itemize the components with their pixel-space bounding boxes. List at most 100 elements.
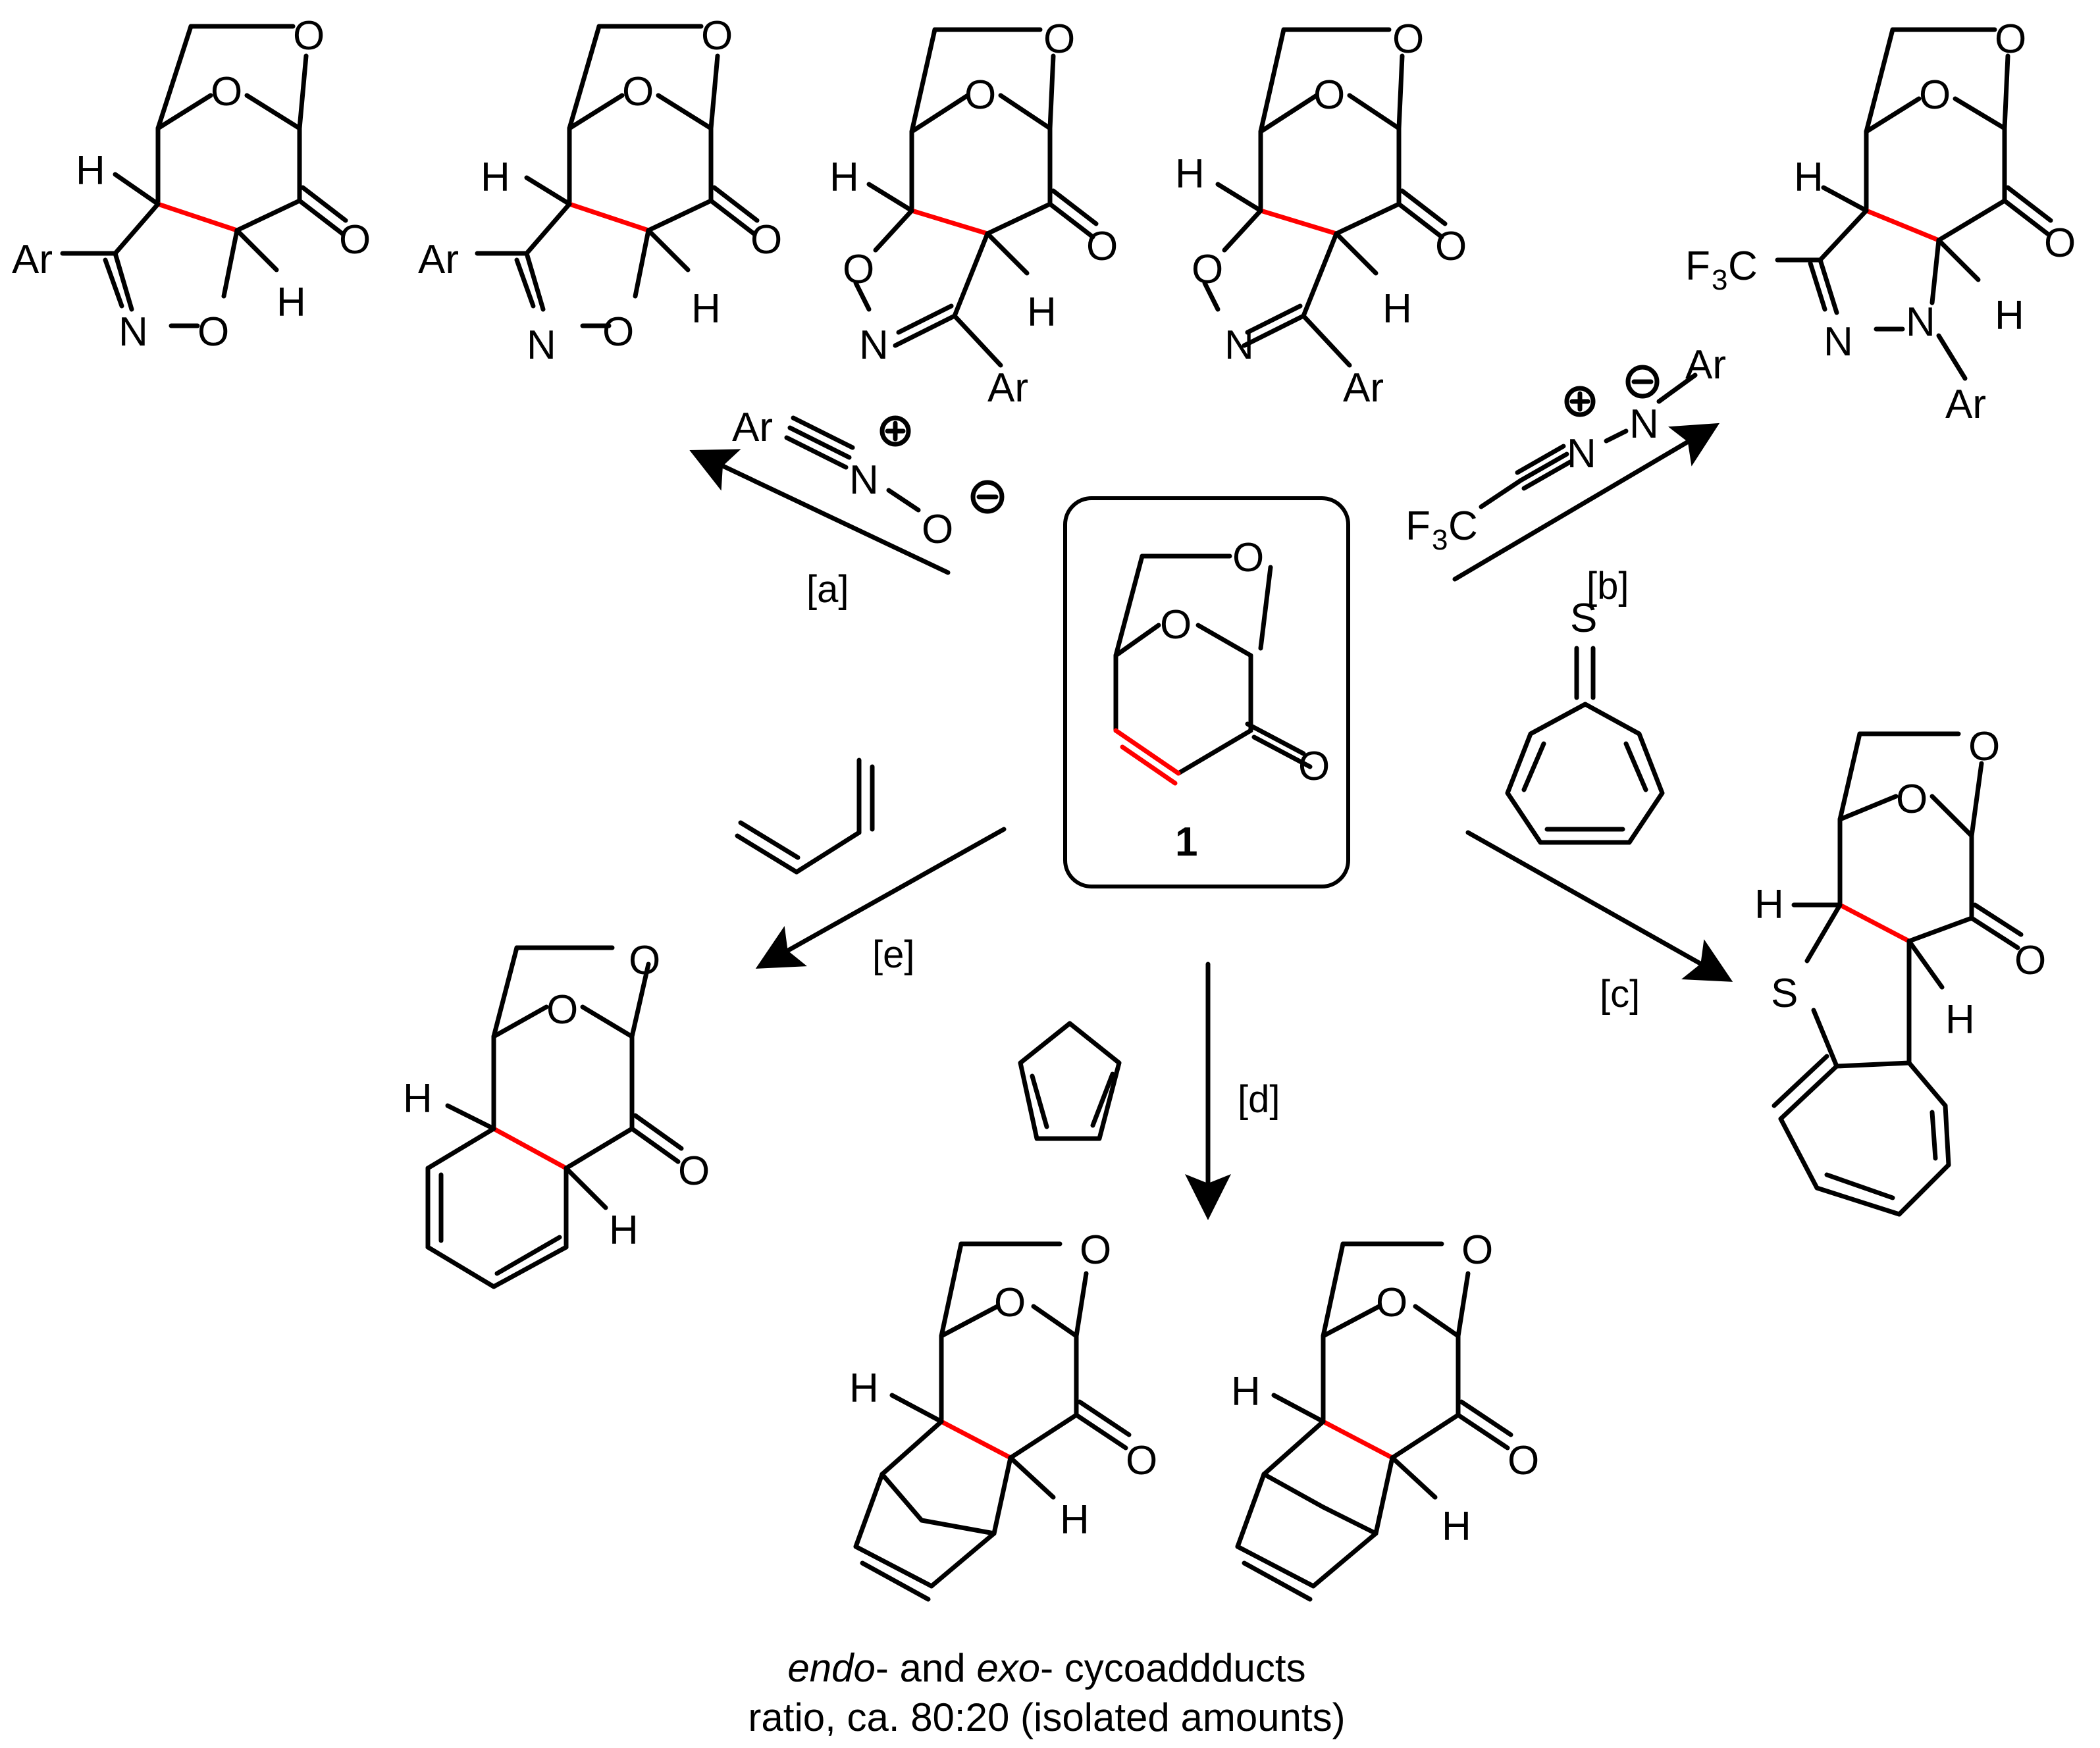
- caption-endo: endo: [787, 1646, 875, 1690]
- a1-h-top: H: [76, 148, 105, 193]
- a4-h-top: H: [1175, 151, 1205, 197]
- b-n2: N: [1906, 299, 1935, 345]
- reagent-f-label: F: [1405, 503, 1431, 549]
- reagent-c-label: C: [1448, 503, 1478, 549]
- condition-b: [b]: [1587, 565, 1629, 607]
- a4-o-ring: O: [1192, 247, 1223, 292]
- d2-h-top: H: [1231, 1369, 1261, 1414]
- reagent-tropothione: S: [1505, 596, 1665, 845]
- product-b-pyrazoline: O O O H H F 3 C N N Ar: [1685, 16, 2076, 427]
- reagent-nitrile-oxide: Ar N O: [732, 405, 1005, 552]
- c-bridge-o: O: [1896, 777, 1928, 822]
- a2-o-ring: O: [602, 309, 634, 355]
- caption-and: - and: [876, 1646, 976, 1690]
- reagent-n1-label: N: [1567, 431, 1596, 476]
- a1-n: N: [118, 309, 148, 355]
- b-ring-o: O: [1995, 16, 2026, 62]
- a4-h-bottom: H: [1382, 286, 1412, 332]
- bridge-oxygen-label: O: [1160, 602, 1192, 648]
- b-sub3: 3: [1712, 264, 1727, 296]
- a4-n: N: [1224, 322, 1254, 368]
- c-s: S: [1771, 971, 1798, 1016]
- reagent-butadiene: [735, 758, 875, 875]
- a2-bridge-o: O: [622, 69, 654, 115]
- a3-bridge-o: O: [964, 72, 996, 118]
- e-bridge-o: O: [546, 987, 578, 1033]
- a2-h-bottom: H: [691, 286, 721, 332]
- e-ring-o: O: [629, 938, 660, 983]
- c-ring-o: O: [1968, 724, 2000, 769]
- b-bridge-o: O: [1919, 72, 1951, 118]
- e-h-top: H: [403, 1076, 433, 1121]
- reagent-nitrile-imine: F 3 C N N Ar: [1405, 342, 1726, 556]
- a1-carbonyl-o: O: [339, 217, 371, 263]
- a4-ring-o: O: [1392, 16, 1424, 62]
- reagent-n-label: N: [849, 457, 879, 503]
- reagent-n2-label: N: [1629, 401, 1659, 447]
- a1-bridge-o: O: [211, 69, 242, 115]
- c-h-bottom: H: [1945, 997, 1975, 1042]
- b-h-bottom: H: [1995, 293, 2024, 338]
- d1-ring-o: O: [1080, 1227, 1111, 1273]
- compound-number: 1: [1175, 819, 1197, 865]
- product-c-thiophene-fused: O O O H H S: [1754, 724, 2046, 1217]
- caption-cycoadducts: - cycoaddducts: [1040, 1646, 1306, 1690]
- product-a2-isoxazoline: O O O H H Ar N O: [418, 13, 782, 368]
- d1-bridge-o: O: [994, 1280, 1026, 1325]
- reagent-sub3-label: 3: [1432, 524, 1448, 556]
- d2-ring-o: O: [1461, 1227, 1493, 1273]
- condition-c: [c]: [1600, 973, 1640, 1015]
- d2-h-bottom: H: [1442, 1504, 1471, 1549]
- a2-ar: Ar: [418, 237, 459, 282]
- reagent-s-label: S: [1570, 596, 1597, 641]
- d1-carbonyl-o: O: [1126, 1438, 1157, 1483]
- product-a4-isoxazoline: O O O H H O N Ar: [1175, 16, 1467, 411]
- condition-d: [d]: [1238, 1078, 1280, 1121]
- b-f: F: [1685, 244, 1710, 289]
- arrow-b: [1452, 423, 1720, 582]
- b-c: C: [1728, 244, 1758, 289]
- reagent-cyclopentadiene: [1018, 1021, 1122, 1141]
- d2-carbonyl-o: O: [1508, 1438, 1539, 1483]
- a4-ar: Ar: [1343, 365, 1384, 411]
- c-h-top: H: [1754, 882, 1784, 927]
- b-ar: Ar: [1945, 382, 1986, 427]
- d1-h-top: H: [849, 1366, 879, 1411]
- d2-bridge-o: O: [1376, 1280, 1407, 1325]
- caption-line-2: ratio, ca. 80:20 (isolated amounts): [748, 1695, 1345, 1739]
- a4-bridge-o: O: [1313, 72, 1345, 118]
- condition-e: [e]: [872, 933, 915, 976]
- arrow-a: [689, 449, 951, 575]
- a3-carbonyl-o: O: [1086, 224, 1118, 269]
- e-h-bottom: H: [609, 1208, 639, 1253]
- arrow-c: [1465, 830, 1733, 982]
- product-a1-isoxazoline: O O O H H Ar N O: [12, 13, 371, 355]
- caption-line-1: endo- and exo- cycoaddducts: [787, 1646, 1305, 1690]
- reagent-o-label: O: [922, 507, 953, 552]
- a1-o-ring: O: [197, 309, 229, 355]
- reagent-ar-label: Ar: [732, 405, 773, 450]
- a3-ring-o: O: [1043, 16, 1075, 62]
- a2-carbonyl-o: O: [750, 217, 782, 263]
- b-n1: N: [1824, 319, 1853, 365]
- a3-n: N: [859, 322, 889, 368]
- a1-ar: Ar: [12, 237, 53, 282]
- arrow-e: [755, 827, 1007, 969]
- a1-ring-o: O: [293, 13, 325, 59]
- a2-ring-o: O: [701, 13, 733, 59]
- product-d2-norbornene: O O O H H: [1231, 1227, 1539, 1602]
- a3-o-ring: O: [843, 247, 874, 292]
- b-h-top: H: [1794, 155, 1824, 200]
- reagent-ar2-label: Ar: [1685, 342, 1726, 388]
- a2-h-top: H: [481, 155, 510, 200]
- product-d1-norbornene: O O O H H: [849, 1227, 1157, 1602]
- ring-oxygen-label: O: [1232, 535, 1264, 580]
- condition-a: [a]: [806, 568, 849, 611]
- carbonyl-oxygen-label: O: [1298, 744, 1330, 789]
- caption-exo: exo: [976, 1646, 1040, 1690]
- d1-h-bottom: H: [1060, 1497, 1089, 1543]
- a1-h-bottom: H: [276, 280, 306, 325]
- compound-1-box: O O O 1: [1063, 496, 1350, 888]
- a4-carbonyl-o: O: [1435, 224, 1467, 269]
